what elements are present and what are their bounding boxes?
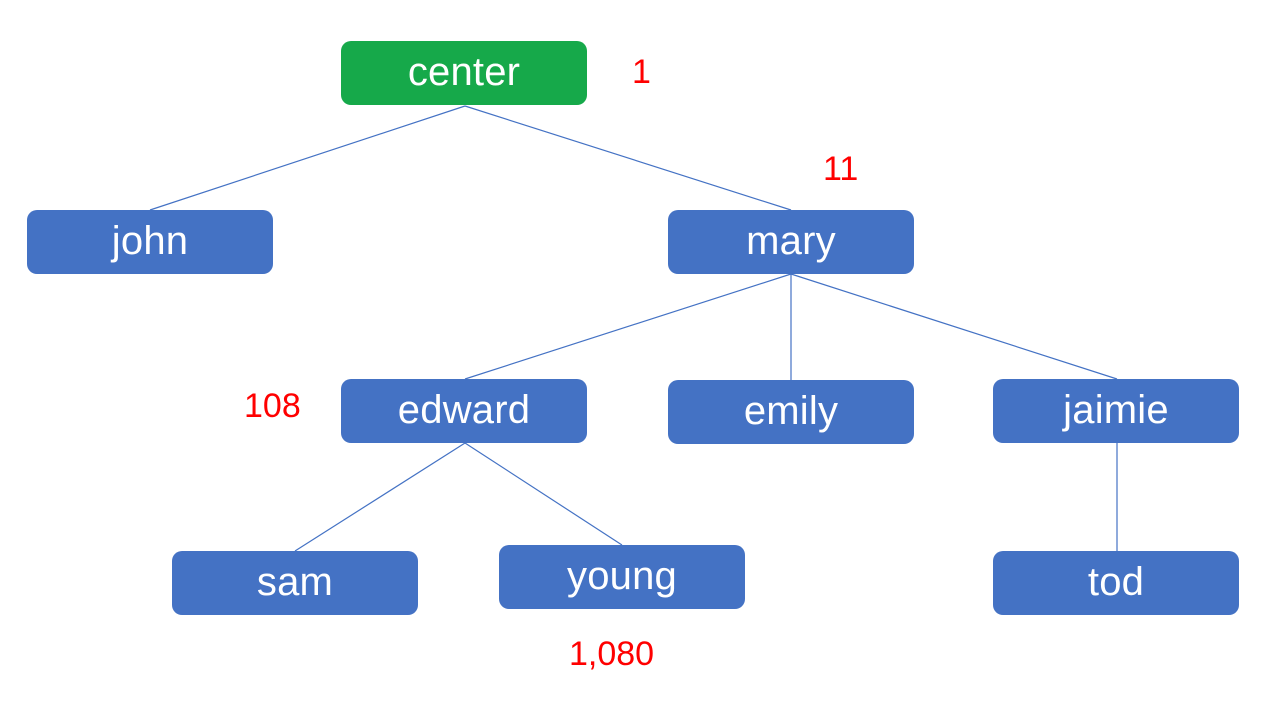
- node-center[interactable]: center: [341, 41, 587, 105]
- node-label-mary: mary: [746, 219, 836, 263]
- edge-edward-to-sam: [294, 442, 466, 552]
- annotation-center: 1: [632, 53, 651, 91]
- annotation-mary: 11: [823, 150, 859, 188]
- node-young[interactable]: young: [499, 545, 745, 609]
- edge-mary-to-edward: [464, 273, 792, 380]
- edge-edward-to-young: [464, 442, 623, 546]
- node-sam[interactable]: sam: [172, 551, 418, 615]
- node-label-sam: sam: [256, 560, 334, 604]
- node-label-jaimie: jaimie: [1063, 388, 1169, 432]
- node-label-center: center: [407, 50, 521, 94]
- node-edward[interactable]: edward: [341, 379, 587, 443]
- annotation-young: 1,080: [569, 635, 655, 673]
- node-emily[interactable]: emily: [668, 380, 914, 444]
- node-label-tod: tod: [1087, 560, 1145, 604]
- edge-center-to-john: [149, 105, 466, 211]
- node-mary[interactable]: mary: [668, 210, 914, 274]
- annotation-edward: 108: [244, 387, 301, 425]
- node-label-john: john: [111, 219, 189, 263]
- node-label-emily: emily: [743, 389, 839, 433]
- edge-mary-to-jaimie: [790, 273, 1118, 380]
- node-john[interactable]: john: [27, 210, 273, 274]
- node-label-edward: edward: [397, 388, 531, 432]
- node-tod[interactable]: tod: [993, 551, 1239, 615]
- node-label-young: young: [567, 554, 677, 598]
- node-jaimie[interactable]: jaimie: [993, 379, 1239, 443]
- edge-center-to-mary: [464, 105, 792, 211]
